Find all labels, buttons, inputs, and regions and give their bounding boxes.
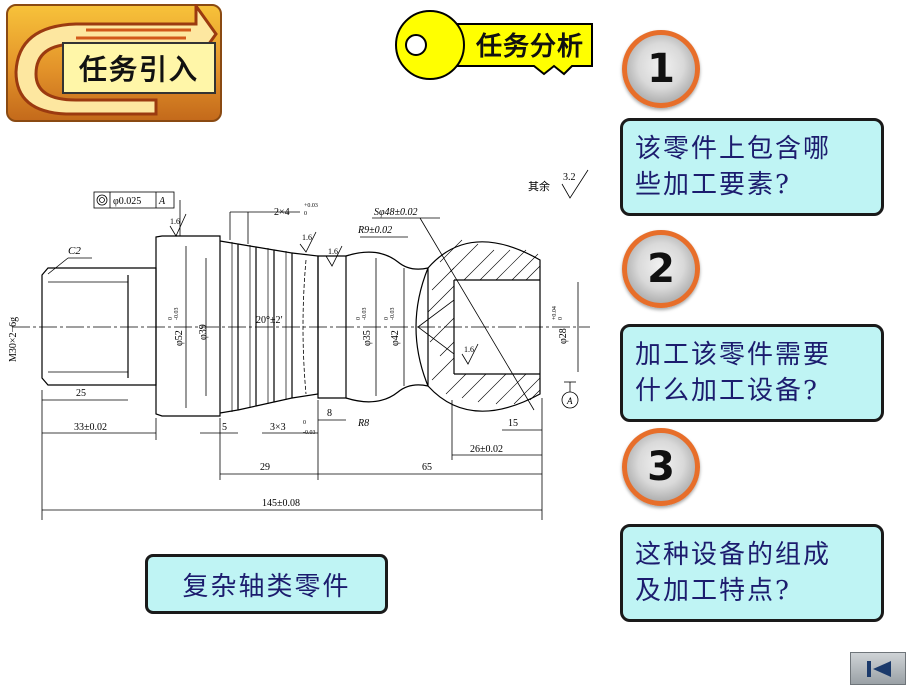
len-8-label: 8 [327,408,332,419]
intro-banner[interactable]: 任务引入 [6,4,222,122]
dia-35-tol-upper: 0 [356,317,362,320]
len-26-label: 26±0.02 [470,444,503,455]
question-2-line-1: 加工该零件需要 [635,340,832,370]
back-to-start-button[interactable] [850,652,906,685]
roughness-symbols [169,169,589,365]
dia-52-label: φ52 [174,330,185,346]
groove-label: 2×4 [274,207,290,218]
intro-label: 任务引入 [62,42,216,94]
angle-label: 20°±2′ [256,315,283,326]
question-3-box: 这种设备的组成 及加工特点? [620,524,884,622]
r8-label: R8 [357,418,369,429]
shaft-drawing: 其余 3.2 φ0.025 A C2 M30×2−6g 2×4 +0.03 0 … [8,169,590,520]
page-title: 任务分析 [475,31,584,62]
geo-tolerance-value: φ0.025 [113,196,141,207]
question-1-box: 该零件上包含哪 些加工要素? [620,118,884,216]
len-3x3-tol-upper: 0 [303,420,306,426]
question-2-line-2: 什么加工设备? [635,376,819,406]
question-3-line-2: 及加工特点? [635,576,791,606]
dia-28-tol-lower: 0 [558,317,564,320]
sphere-section [415,241,541,412]
geo-tolerance-frame [93,191,175,209]
dia-42-tol-upper: 0 [384,317,390,320]
question-1-line-1: 该零件上包含哪 [635,134,832,164]
roughness-4: 1.6 [464,345,474,354]
len-15-label: 15 [508,418,518,429]
len-3x3-label: 3×3 [270,422,286,433]
dia-35-tol-lower: -0.03 [362,308,368,321]
roughness-other-label: 其余 [528,179,550,193]
roughness-3: 1.6 [328,247,338,256]
datum-letter: A [566,396,573,406]
step-1-badge: 1 [622,30,700,108]
dia-42-label: φ42 [390,330,401,346]
question-1-line-2: 些加工要素? [635,170,791,200]
len-3x3-tol-lower: -0.03 [303,430,316,436]
chamfer-label: C2 [68,245,81,257]
dia-39-label: φ39 [198,324,209,340]
collar-section [155,235,221,417]
roughness-other-value: 3.2 [563,172,576,183]
part-caption: 复杂轴类零件 [145,554,388,614]
thread-section [41,267,157,386]
thread-label: M30×2−6g [8,317,19,362]
dia-42-tol-lower: -0.03 [390,308,396,321]
len-29-label: 29 [260,462,270,473]
roughness-2: 1.6 [302,233,312,242]
task-analysis-title: 任务分析 [392,4,602,80]
skip-back-icon [867,661,891,677]
step-3-badge: 3 [622,428,700,506]
key-icon [395,10,593,80]
step-2-badge: 2 [622,230,700,308]
groove-tol-lower: 0 [304,211,307,217]
dia-28-label: φ28 [558,328,569,344]
section-hatching [427,239,541,405]
back-arrow-icon [14,4,218,116]
dia-52-tol-upper: 0 [168,317,174,320]
dia-28-tol-upper: +0.04 [552,306,558,320]
len-25-label: 25 [76,388,86,399]
geo-datum: A [158,196,166,207]
len-145-label: 145±0.08 [262,498,300,509]
dia-35-label: φ35 [362,330,373,346]
len-33-label: 33±0.02 [74,422,107,433]
question-2-box: 加工该零件需要 什么加工设备? [620,324,884,422]
datum-marker [561,381,579,409]
len-65-label: 65 [422,462,432,473]
r9-label: R9±0.02 [357,225,392,236]
r9-neck [345,251,429,403]
dia-52-tol-lower: -0.03 [174,308,180,321]
len-5-label: 5 [222,422,227,433]
roughness-1: 1.6 [170,217,180,226]
sphere-label: Sφ48±0.02 [374,207,418,218]
question-3-line-1: 这种设备的组成 [635,540,832,570]
groove-tol-upper: +0.03 [304,203,318,209]
